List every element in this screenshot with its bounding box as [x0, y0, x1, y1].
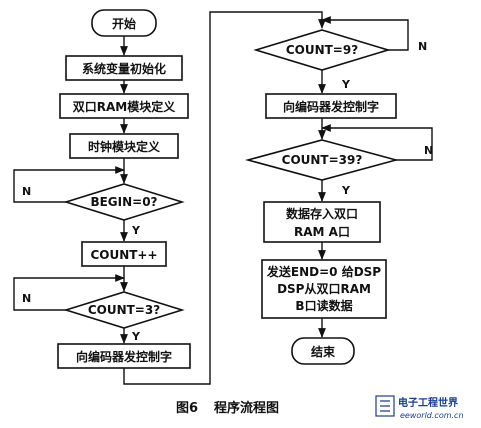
- watermark-url: eeworld.com.cn: [400, 411, 464, 420]
- caption-fig: 图6: [176, 401, 198, 416]
- edge-count39-no-loop: [321, 124, 433, 161]
- clock-def-label: 时钟模块定义: [88, 139, 161, 154]
- init-vars-label: 系统变量初始化: [82, 61, 166, 76]
- finish-terminator: [291, 337, 355, 365]
- edge-begin-no-loop: [13, 166, 125, 203]
- init-vars-box: [65, 55, 183, 81]
- begin-check-label: BEGIN=0?: [90, 195, 157, 209]
- dpram-def-label: 双口RAM模块定义: [73, 99, 176, 114]
- send-ctrl-right-label: 向编码器发控制字: [283, 99, 379, 114]
- count3-yes-label: Y: [131, 330, 141, 343]
- count39-yes-label: Y: [341, 184, 351, 197]
- count-inc-label: COUNT++: [90, 248, 157, 262]
- begin-no-label: N: [22, 185, 31, 198]
- watermark-logo: 电子工程世界 eeworld.com.cn: [375, 395, 464, 420]
- count39-no-label: N: [424, 144, 433, 157]
- watermark-name: 电子工程世界: [398, 396, 458, 409]
- watermark-lines-icon: [380, 400, 390, 412]
- clock-def-box: [69, 133, 179, 159]
- start-label: 开始: [112, 16, 136, 31]
- end-line2: DSP从双口RAM: [277, 282, 371, 296]
- caption-title: 程序流程图: [214, 400, 279, 416]
- end-line3: B口读数据: [295, 298, 352, 313]
- send-ctrl-left-label: 向编码器发控制字: [76, 349, 172, 364]
- begin-yes-label: Y: [131, 224, 141, 237]
- count3-no-label: N: [22, 292, 31, 305]
- store-data-box: [263, 201, 381, 243]
- send-ctrl-right-box: [265, 93, 397, 119]
- count9-check-label: COUNT=9?: [286, 43, 358, 57]
- edge-count3-no-loop: [13, 274, 125, 311]
- edge-left-to-right: [123, 11, 326, 385]
- count3-check-label: COUNT=3?: [88, 303, 160, 317]
- count9-yes-label: Y: [341, 78, 351, 91]
- send-end-box: [261, 259, 387, 319]
- count39-check-label: COUNT=39?: [282, 153, 363, 167]
- finish-label: 结束: [311, 344, 336, 359]
- edge-count9-no-loop: [321, 16, 409, 51]
- end-line1: 发送END=0 给DSP: [266, 264, 381, 279]
- store-line2: RAM A口: [294, 225, 350, 239]
- count9-no-label: N: [418, 40, 427, 53]
- watermark-mark-icon: [375, 395, 395, 417]
- store-line1: 数据存入双口: [286, 206, 358, 221]
